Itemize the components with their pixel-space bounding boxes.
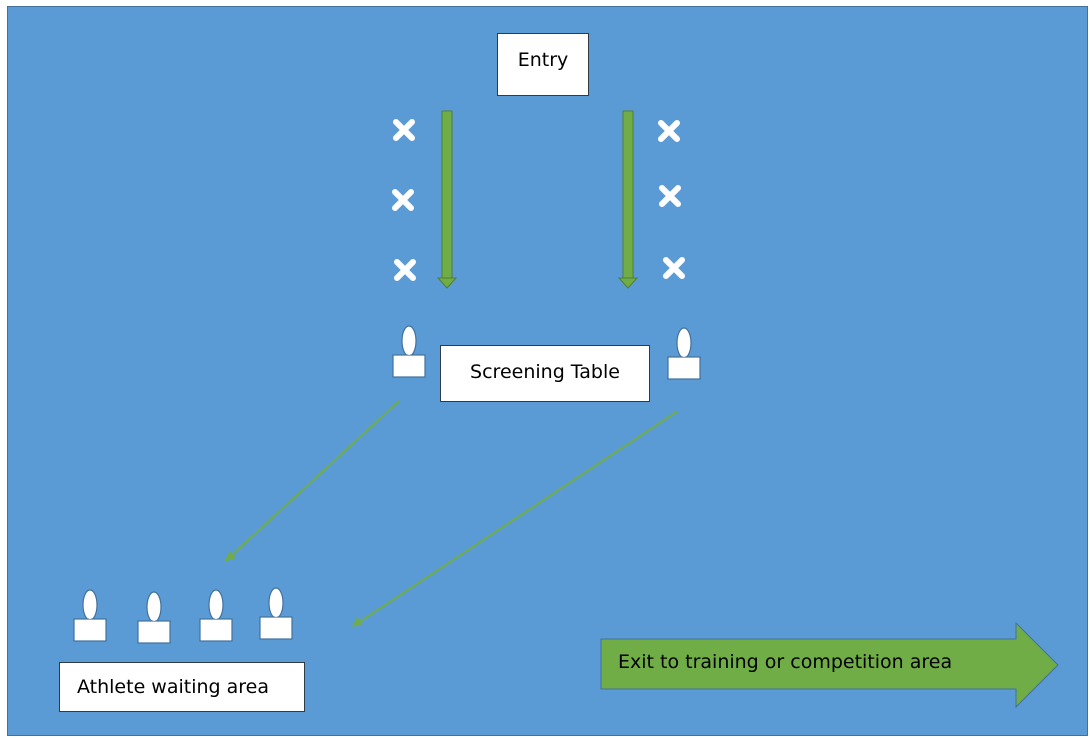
person-icon — [137, 591, 171, 644]
arrow-to-waiting-right — [352, 410, 679, 627]
x-mark-icon — [397, 262, 413, 278]
queue-arrow-right — [617, 110, 639, 289]
person-icon — [73, 589, 107, 642]
x-mark-icon — [396, 122, 412, 138]
person-icon — [667, 327, 701, 380]
queue-arrow-left — [436, 110, 458, 289]
x-mark-icon — [661, 123, 677, 139]
person-icon — [259, 587, 293, 640]
screening-table-label: Screening Table — [440, 345, 650, 402]
x-mark-icon — [662, 188, 678, 204]
x-mark-icon — [395, 192, 411, 208]
x-mark-icon — [666, 260, 682, 276]
exit-label: Exit to training or competition area — [618, 651, 953, 673]
arrow-to-waiting-left — [224, 400, 400, 562]
entry-label: Entry — [497, 33, 589, 96]
person-icon — [199, 589, 233, 642]
athlete-waiting-area-label: Athlete waiting area — [59, 662, 305, 712]
diagram-artwork — [73, 110, 1059, 709]
floor-plan: Entry Screening Table Athlete waiting ar… — [7, 6, 1088, 736]
person-icon — [392, 325, 426, 378]
exit-arrow — [600, 621, 1059, 709]
